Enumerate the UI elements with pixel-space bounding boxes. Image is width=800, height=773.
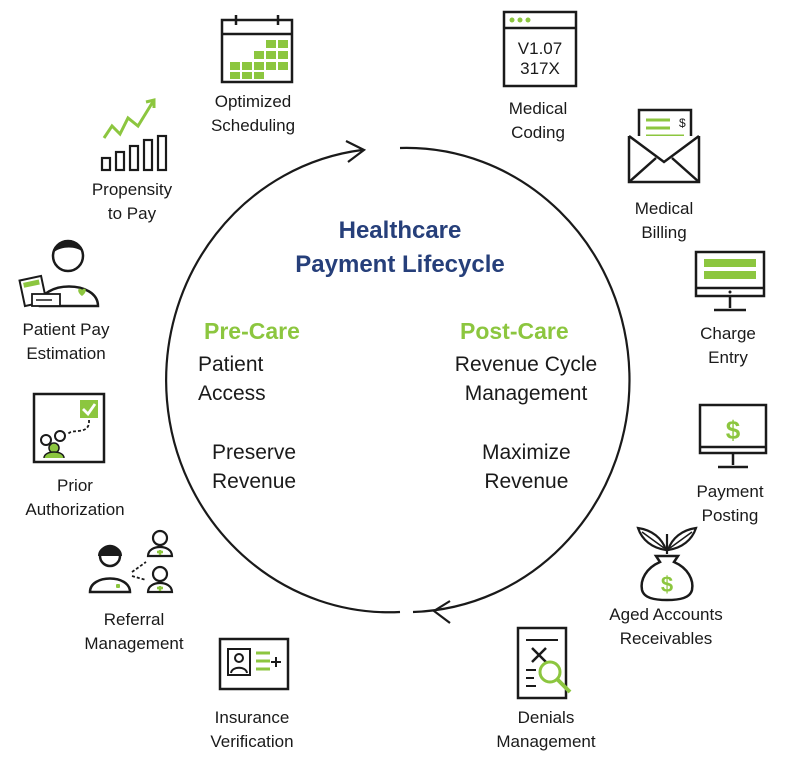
money-bag-icon: $ <box>636 526 698 602</box>
stage-label-propensity-to-pay: Propensity to Pay <box>91 180 173 223</box>
post-care-heading: Post-Care <box>460 318 569 344</box>
stage-label-insurance-verification: Insurance Verification <box>210 708 294 751</box>
pre-care-access-text: Patient Access <box>198 353 266 405</box>
post-care-rcm-text: Revenue Cycle Management <box>454 353 598 405</box>
post-care-revenue-text: Maximize Revenue <box>482 441 571 493</box>
stage-label-medical-billing: Medical Billing <box>634 199 694 242</box>
stage-label-aged-accounts: Aged Accounts Receivables <box>609 605 723 648</box>
patient-calculator-icon <box>18 239 100 308</box>
svg-text:$: $ <box>679 116 686 130</box>
code-line-2: 317X <box>520 59 560 78</box>
stage-label-charge-entry: Charge Entry <box>700 324 756 367</box>
id-card-icon <box>218 637 290 691</box>
svg-text:$: $ <box>726 415 741 445</box>
checklist-people-icon <box>32 392 106 464</box>
svg-text:$: $ <box>661 572 673 597</box>
monitor-form-icon <box>694 250 766 312</box>
pre-care-revenue-text: Preserve Revenue <box>212 441 297 493</box>
stage-label-patient-pay-estimation: Patient Pay Estimation <box>22 320 110 363</box>
stage-label-referral-management: Referral Management <box>84 610 184 653</box>
referral-people-icon <box>88 529 174 594</box>
stage-label-prior-authorization: Prior Authorization <box>25 476 125 519</box>
calendar-icon <box>220 15 294 84</box>
stage-label-medical-coding: Medical Coding <box>508 99 568 142</box>
stage-label-optimized-scheduling: Optimized Scheduling <box>210 92 296 135</box>
pre-care-heading: Pre-Care <box>204 318 300 344</box>
diagram-title: Healthcare Payment Lifecycle <box>295 217 505 278</box>
code-line-1: V1.07 <box>518 39 562 58</box>
envelope-bill-icon: $ <box>627 108 701 184</box>
stage-label-denials-management: Denials Management <box>496 708 596 751</box>
document-search-icon <box>516 626 572 700</box>
growth-chart-icon <box>100 98 168 172</box>
monitor-dollar-icon: $ <box>698 403 768 469</box>
stage-label-payment-posting: Payment Posting <box>696 482 764 525</box>
code-window-icon: V1.07 317X <box>502 10 578 88</box>
